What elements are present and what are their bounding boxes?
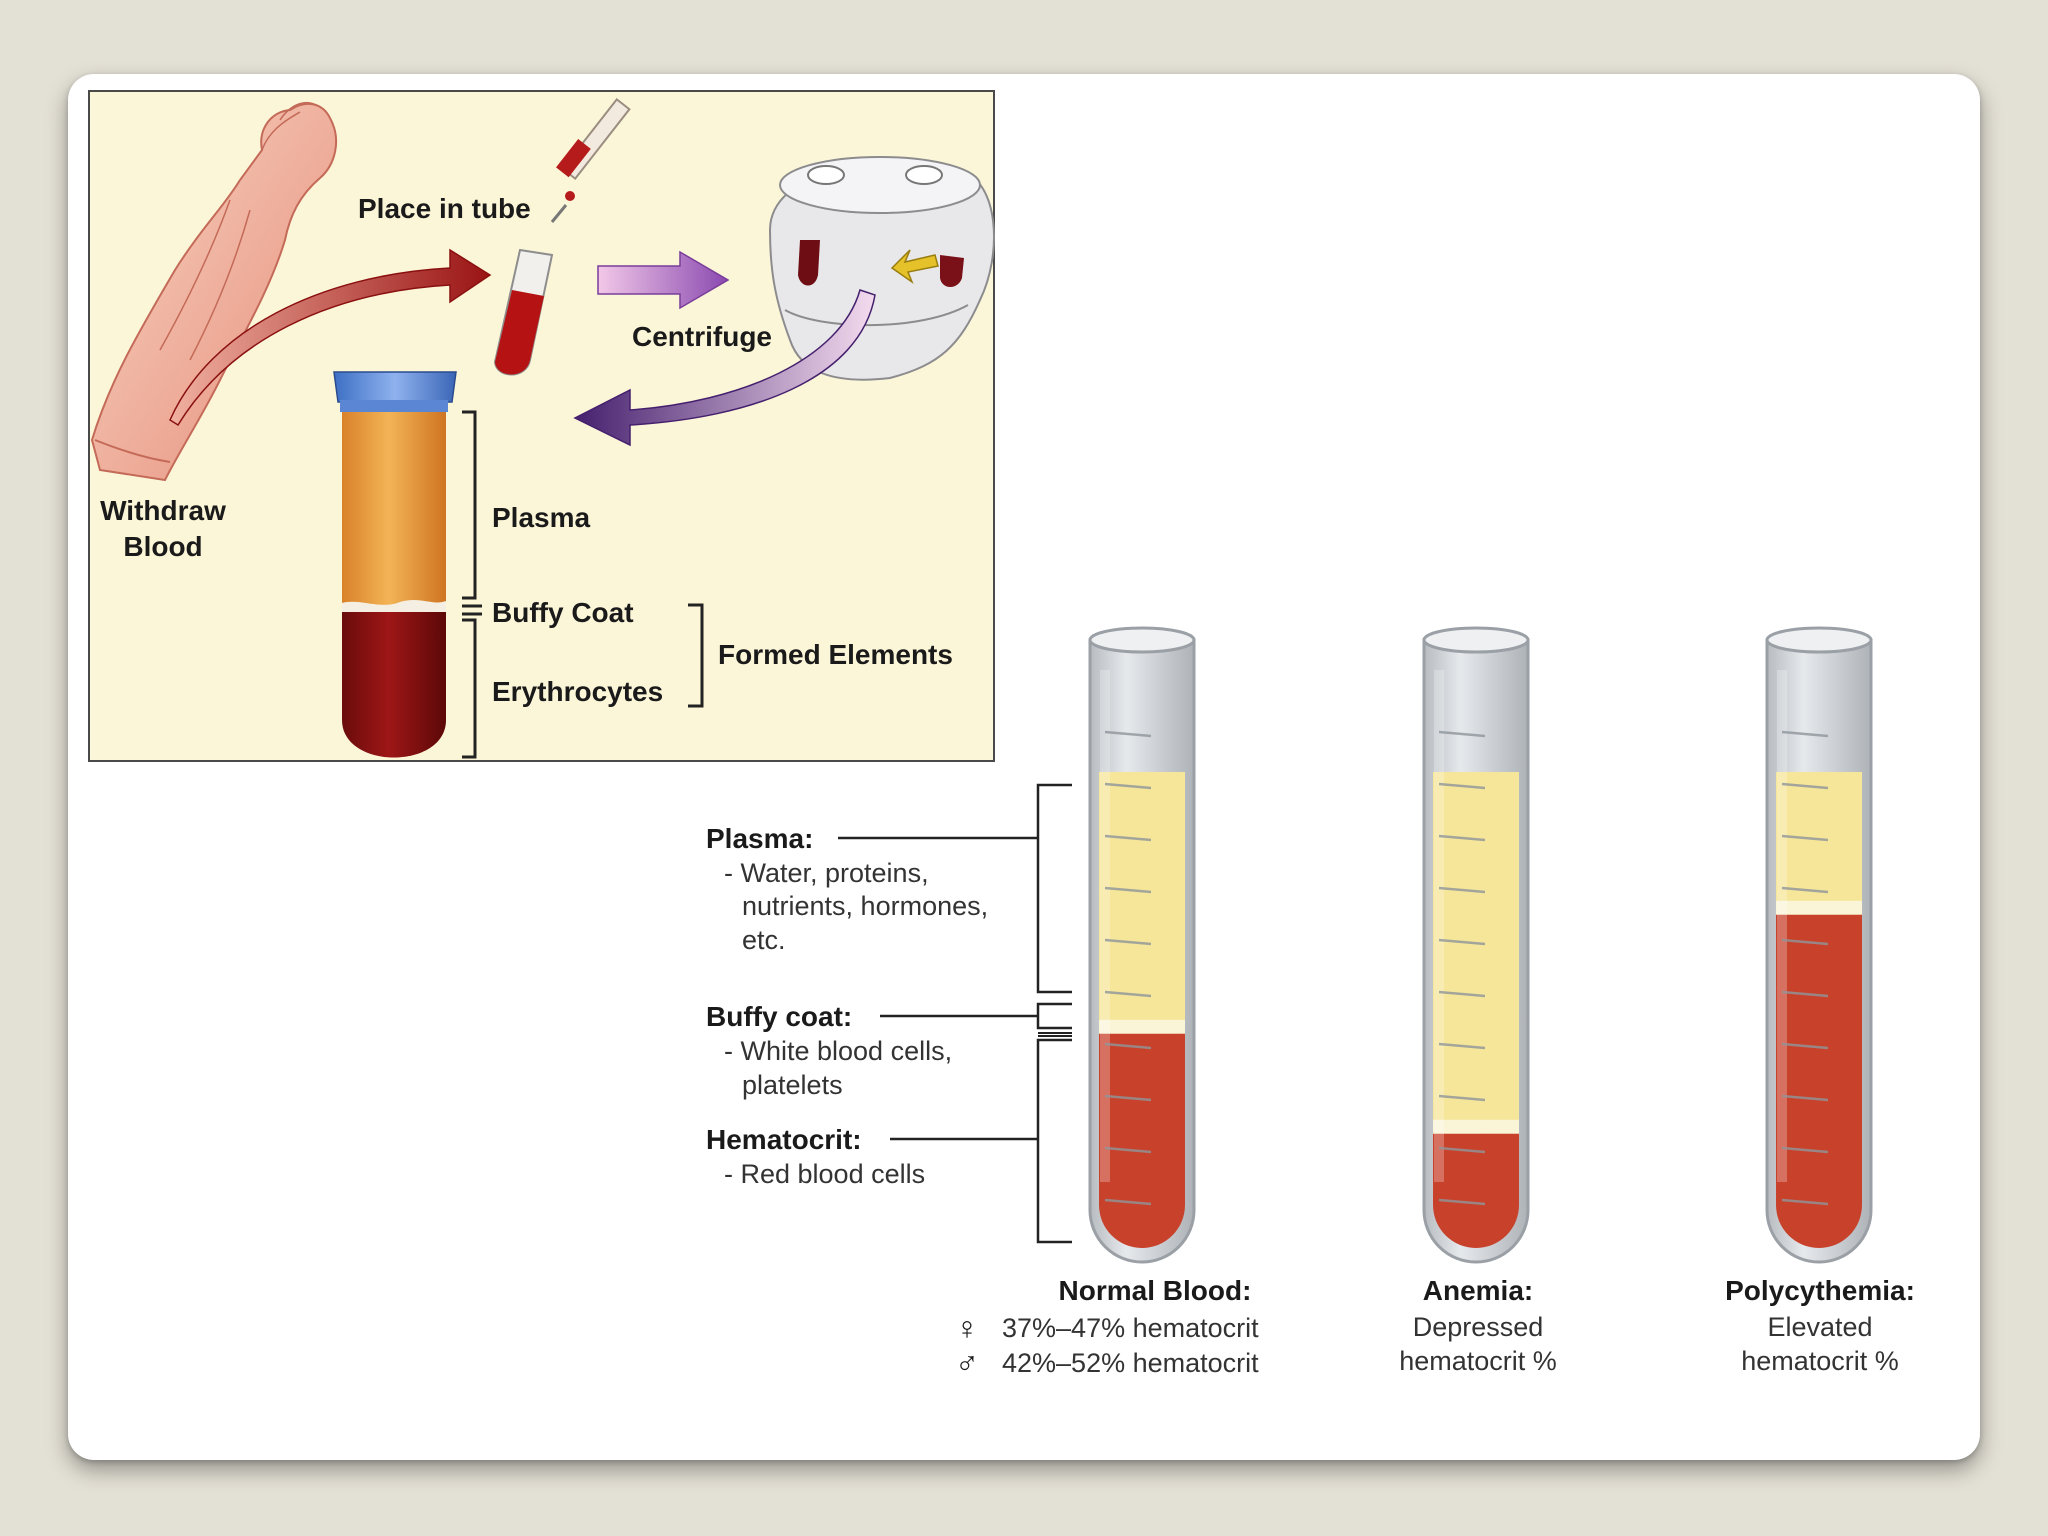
polycythemia-tube-rim xyxy=(1765,626,1873,654)
anemia-tube xyxy=(1422,626,1530,1264)
polycythemia-rbc-layer xyxy=(1776,914,1862,1248)
hematocrit-desc-line1: - Red blood cells xyxy=(724,1159,925,1189)
arrow-to-separated-tube xyxy=(573,289,876,447)
small-blood-tube xyxy=(493,248,554,376)
female-symbol: ♀ xyxy=(955,1310,979,1346)
polycythemia-plasma-layer xyxy=(1776,772,1862,915)
plasma-desc-line1: - Water, proteins, xyxy=(724,858,929,888)
anemia-line2: hematocrit % xyxy=(1399,1346,1557,1376)
polycythemia-tube xyxy=(1765,626,1873,1264)
male-symbol: ♂ xyxy=(955,1345,979,1381)
normal-blood-title: Normal Blood: xyxy=(1059,1275,1252,1306)
withdraw-label-line1: Withdraw xyxy=(100,495,226,526)
anemia-rbc-layer xyxy=(1433,1133,1519,1248)
normal-plasma-layer xyxy=(1099,772,1185,1034)
normal-rbc-layer xyxy=(1099,1033,1185,1248)
anemia-buffy-layer xyxy=(1433,1119,1519,1134)
female-hematocrit-range: 37%–47% hematocrit xyxy=(1002,1313,1259,1343)
hematocrit-title: Hematocrit: xyxy=(706,1124,862,1155)
polycythemia-buffy-layer xyxy=(1776,900,1862,915)
normal-tube-rim xyxy=(1088,626,1196,654)
polycythemia-title: Polycythemia: xyxy=(1725,1275,1915,1306)
polycythemia-line2: hematocrit % xyxy=(1741,1346,1899,1376)
separated-blood-tube xyxy=(333,371,457,758)
polycythemia-line1: Elevated xyxy=(1767,1312,1872,1342)
plasma-desc-line3: etc. xyxy=(742,925,786,955)
anemia-line1: Depressed xyxy=(1413,1312,1544,1342)
arrow-to-tube xyxy=(169,248,492,427)
male-hematocrit-range: 42%–52% hematocrit xyxy=(1002,1348,1259,1378)
arrow-to-centrifuge xyxy=(597,250,730,310)
procedure-illustration: Place in tube Centrifuge Withdraw Blood … xyxy=(88,90,995,762)
place-in-tube-label: Place in tube xyxy=(358,193,531,224)
centrifuge-label: Centrifuge xyxy=(632,321,772,352)
centrifuge-icon xyxy=(768,156,995,381)
anemia-tube-rim xyxy=(1422,626,1530,654)
formed-elements-label: Formed Elements xyxy=(718,639,953,670)
plasma-desc-line2: nutrients, hormones, xyxy=(742,891,988,921)
erythrocytes-label: Erythrocytes xyxy=(492,676,663,707)
anemia-title: Anemia: xyxy=(1423,1275,1533,1306)
normal-tube xyxy=(1088,626,1196,1264)
plasma-illustration-label: Plasma xyxy=(492,502,590,533)
buffy-desc-line1: - White blood cells, xyxy=(724,1036,952,1066)
anemia-plasma-layer xyxy=(1433,772,1519,1134)
illustration-brackets xyxy=(462,410,704,759)
hematocrit-diagram: Plasma: - Water, proteins, nutrients, ho… xyxy=(706,626,1915,1381)
arm-illustration xyxy=(90,101,338,482)
syringe-icon xyxy=(550,97,631,223)
buffy-coat-title: Buffy coat: xyxy=(706,1001,852,1032)
normal-buffy-layer xyxy=(1099,1019,1185,1034)
plasma-title: Plasma: xyxy=(706,823,813,854)
withdraw-label-line2: Blood xyxy=(123,531,202,562)
hematocrit-tubes xyxy=(1088,626,1873,1264)
buffy-coat-illustration-label: Buffy Coat xyxy=(492,597,634,628)
buffy-desc-line2: platelets xyxy=(742,1070,843,1100)
component-leader-lines xyxy=(838,783,1072,1244)
